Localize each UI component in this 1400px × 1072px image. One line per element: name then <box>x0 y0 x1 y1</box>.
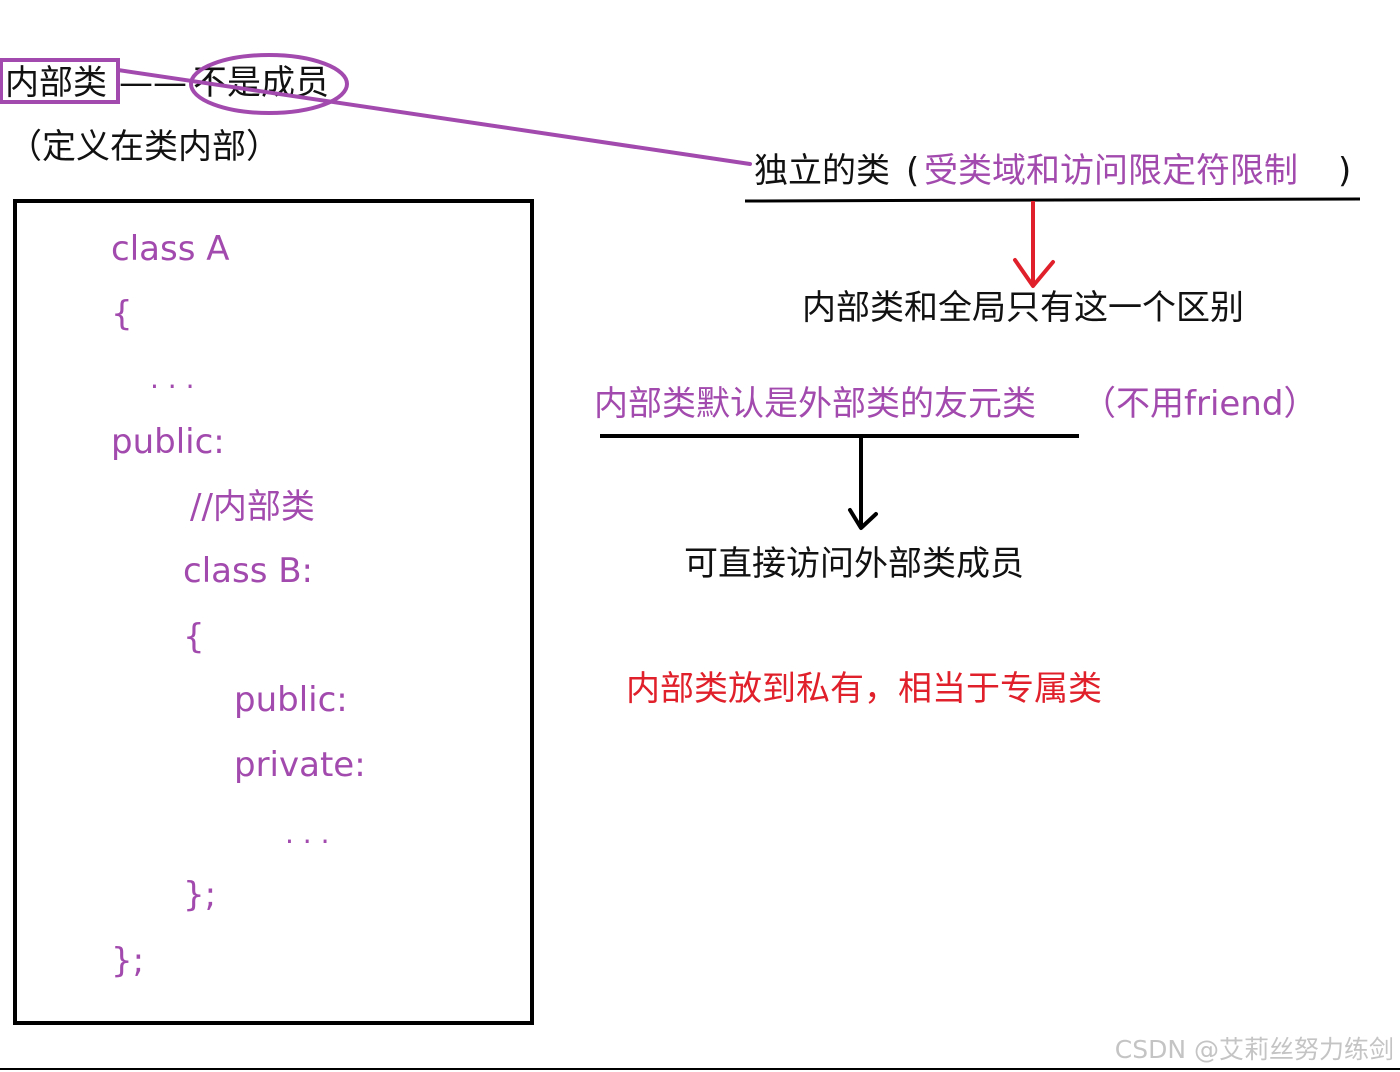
direct-access-note: 可直接访问外部类成员 <box>684 544 1024 584</box>
independent-underline <box>744 197 1361 203</box>
code-line-close-a: }; <box>111 941 145 981</box>
code-line-class-b: class B: <box>183 551 313 591</box>
independent-class-label: 独立的类 <box>754 151 890 191</box>
only-difference-note: 内部类和全局只有这一个区别 <box>802 288 1244 328</box>
paren-close: ) <box>1338 151 1352 191</box>
definition-note: （定义在类内部） <box>8 127 280 167</box>
code-box <box>13 199 534 1025</box>
code-line-open-brace-b: { <box>183 617 205 657</box>
black-arrow-head <box>848 508 878 530</box>
red-arrow-head <box>1013 258 1055 288</box>
code-line-comment: //内部类 <box>190 487 315 527</box>
not-member-ellipse <box>189 53 349 115</box>
code-line-class-a: class A <box>111 229 230 269</box>
restriction-note: 受类域和访问限定符限制 <box>924 151 1298 191</box>
code-line-ellipsis-a: . . . <box>150 362 195 395</box>
code-line-public-b: public: <box>234 680 348 720</box>
bottom-rule <box>0 1068 1400 1070</box>
code-line-open-brace-a: { <box>111 294 133 334</box>
code-line-private-b: private: <box>234 745 366 785</box>
no-friend-note: （不用friend） <box>1082 384 1318 424</box>
inner-class-highlight-box <box>0 58 120 104</box>
code-line-ellipsis-b: . . . <box>285 817 330 850</box>
code-line-close-b: }; <box>183 875 217 915</box>
connector-line <box>116 68 752 166</box>
private-exclusive-note: 内部类放到私有，相当于专属类 <box>626 669 1102 709</box>
friend-class-note: 内部类默认是外部类的友元类 <box>594 384 1036 424</box>
watermark: CSDN @艾莉丝努力练剑 <box>1114 1035 1394 1064</box>
code-line-public-a: public: <box>111 422 225 462</box>
paren-open: ( <box>906 151 920 191</box>
inner-class-label: 内部类 <box>5 63 107 103</box>
